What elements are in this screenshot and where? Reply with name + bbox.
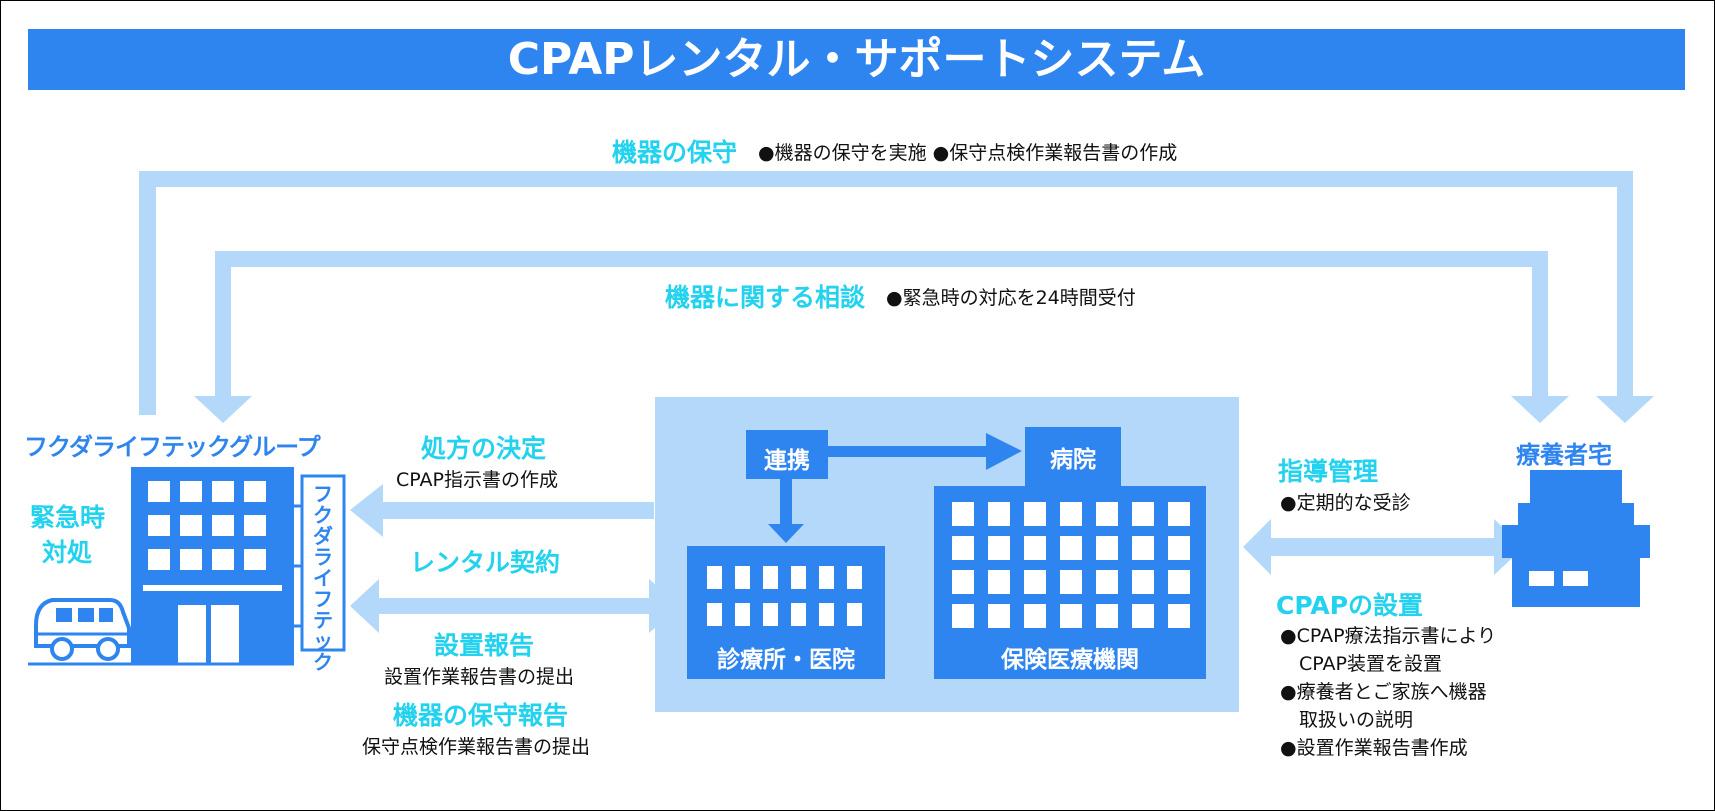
emergency-line-2: 対処 xyxy=(42,538,93,567)
cooperation-arrows xyxy=(768,433,1022,543)
installation-item: CPAP装置を設置 xyxy=(1280,653,1442,675)
installation-item: ●療養者とご家族へ機器 xyxy=(1280,681,1487,703)
prescription-detail: CPAP指示書の作成 xyxy=(396,469,558,491)
installation-item: ●設置作業報告書作成 xyxy=(1280,737,1468,759)
guidance-detail: ●定期的な受診 xyxy=(1280,492,1411,514)
hospital-label: 病院 xyxy=(1050,447,1096,473)
clinic-label: 診療所・医院 xyxy=(717,647,855,673)
rental-double-arrow xyxy=(350,579,680,633)
hospital-building xyxy=(934,427,1206,679)
company-name: フクダライフテックグループ xyxy=(24,433,321,461)
installation-item: ●CPAP療法指示書により xyxy=(1280,625,1497,647)
company-sign-board xyxy=(300,474,346,652)
maintenance-label: 機器の保守 xyxy=(612,138,738,167)
maintenance-loop-arrow xyxy=(139,171,1654,423)
guidance-label: 指導管理 xyxy=(1278,457,1379,486)
van-icon xyxy=(34,598,131,661)
company-building xyxy=(131,467,303,665)
consultation-detail: ●緊急時の対応を24時間受付 xyxy=(886,287,1136,309)
maintenance-report-detail: 保守点検作業報告書の提出 xyxy=(362,736,591,758)
installation-item: 取扱いの説明 xyxy=(1280,709,1414,731)
guidance-double-arrow xyxy=(1243,519,1524,575)
page-title: CPAPレンタル・サポートシステム xyxy=(28,29,1685,90)
install-report-label: 設置報告 xyxy=(434,631,535,660)
rental-label: レンタル契約 xyxy=(410,548,561,577)
prescription-arrow xyxy=(350,484,654,537)
cooperation-label: 連携 xyxy=(764,448,810,474)
house-icon xyxy=(1502,470,1650,607)
installation-label: CPAPの設置 xyxy=(1276,591,1424,620)
consultation-loop-arrow xyxy=(194,251,1569,423)
consultation-label: 機器に関する相談 xyxy=(665,283,866,312)
prescription-label: 処方の決定 xyxy=(421,434,547,463)
install-report-detail: 設置作業報告書の提出 xyxy=(384,666,575,688)
emergency-line-1: 緊急時 xyxy=(30,503,106,532)
company-sign-text: フクダライフテック xyxy=(313,482,333,674)
insurance-label: 保険医療機関 xyxy=(1001,647,1139,673)
maintenance-report-label: 機器の保守報告 xyxy=(393,701,569,730)
patient-home-label: 療養者宅 xyxy=(1516,441,1612,469)
maintenance-detail: ●機器の保守を実施 ●保守点検作業報告書の作成 xyxy=(758,142,1178,164)
clinic-building xyxy=(687,546,885,679)
cooperation-box xyxy=(746,430,828,479)
